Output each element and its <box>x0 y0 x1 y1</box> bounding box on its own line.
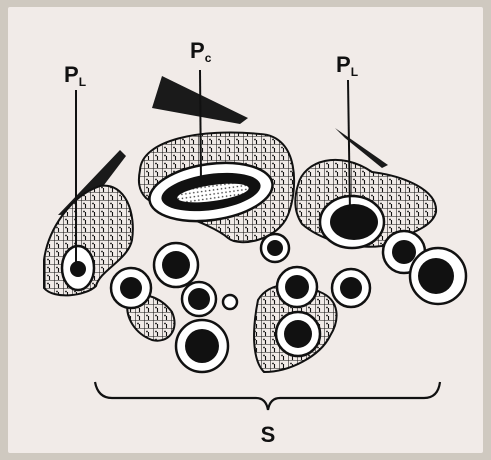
leader-line-center <box>200 70 201 183</box>
label-right: PL <box>336 52 358 79</box>
label-s: S <box>261 422 276 447</box>
brace-s <box>95 382 440 410</box>
right-vessel-lumen <box>330 204 378 240</box>
label-left: PL <box>64 62 86 89</box>
label-center: Pc <box>190 38 212 65</box>
left-vessel-lumen <box>70 261 86 277</box>
